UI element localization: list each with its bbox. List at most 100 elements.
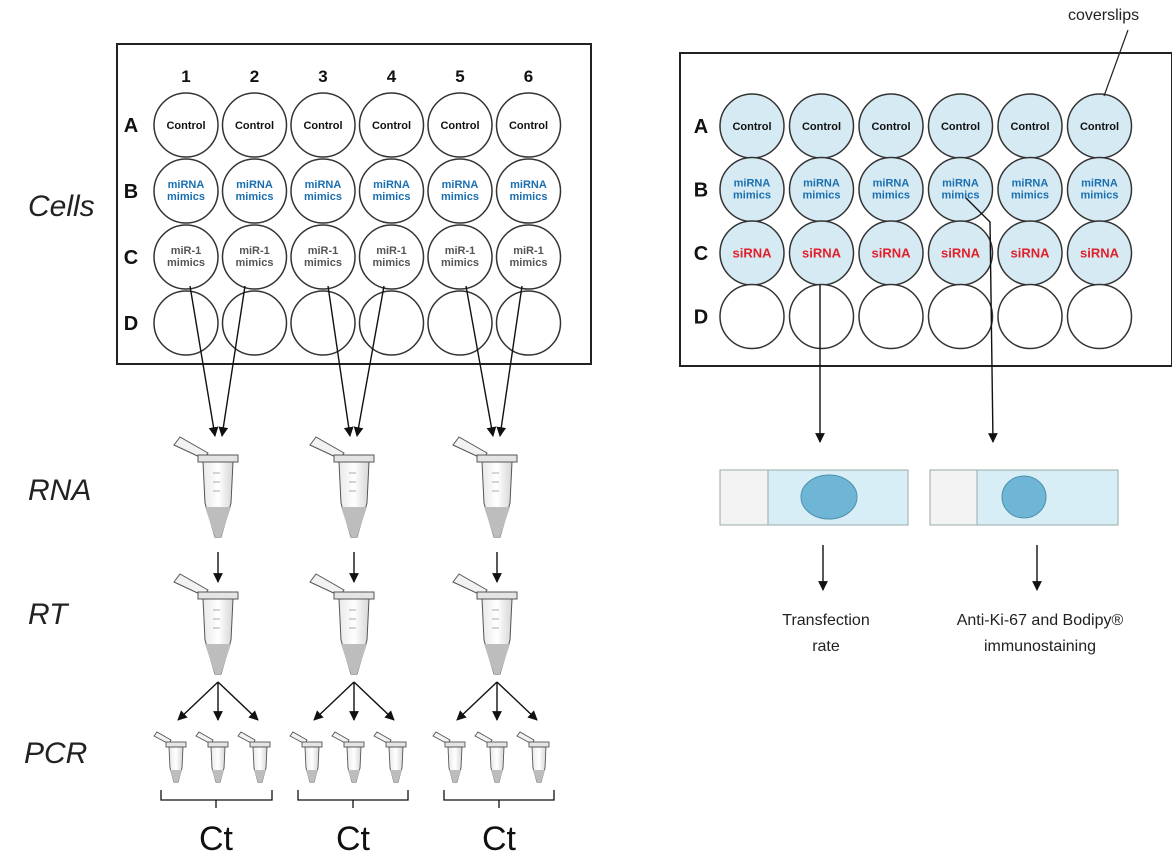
well-C6-label-line2: mimics [510,257,548,269]
well-A4-label-line1: Control [372,120,411,132]
well-A6-label-line1: Control [1080,121,1119,133]
well-B3-label-line2: mimics [872,190,910,202]
row-label-C: C [124,247,138,269]
well-C5-label-line1: miR-1 [445,245,476,257]
well-A2-label-line1: Control [802,121,841,133]
arrow-c4-to-tube2 [353,285,385,437]
well-C4-label-line2: mimics [373,257,411,269]
well-C1 [153,224,219,290]
well-A1-label-line1: Control [732,121,771,133]
well-D3 [858,283,924,350]
well-C3-label-line2: mimics [304,257,342,269]
arrow-c3-to-tube2 [327,285,354,437]
well-B2-label-line2: mimics [803,190,841,202]
rna-tube-1 [173,436,239,538]
rt-tube-3 [452,573,518,675]
column-label-1: 1 [181,67,190,86]
well-C3-label-line1: miR-1 [308,245,339,257]
well-B3-label-line1: miRNA [305,179,342,191]
well-B1-label-line1: miRNA [734,178,771,190]
row-label-D: D [124,313,138,335]
well-A2-label-line1: Control [235,120,274,132]
well-C2-label-line1: miR-1 [239,245,270,257]
cells-label: Cells [28,190,95,223]
row-label-A: A [124,115,138,137]
well-C6 [495,224,562,290]
well-B4-label-line1: miRNA [942,178,979,190]
slide-2-spot [1001,475,1047,519]
well-D5 [997,283,1063,350]
column-label-5: 5 [455,67,464,86]
well-A1 [153,92,219,158]
well-A4 [358,92,425,158]
well-B4 [358,158,425,224]
arrow-rt-to-pcr-3-3 [496,681,538,721]
rna-tube-3 [452,436,518,538]
well-C1-label-line1: siRNA [732,246,772,261]
well-B3 [290,158,356,224]
arrow-rt-to-pcr-2-1 [313,681,355,721]
well-B3-label-line2: mimics [304,191,342,203]
coverslips-pointer [1103,29,1129,97]
well-C2-label-line2: mimics [236,257,274,269]
rna-tube-2 [309,436,375,538]
bracket-3 [443,790,555,808]
row-label-A: A [694,116,708,138]
well-B6-label-line1: miRNA [510,179,547,191]
pcr-tube-3-3 [516,731,550,783]
well-D6 [495,290,562,356]
well-A5-label-line1: Control [1010,121,1049,133]
pcr-tube-2-2 [331,731,365,783]
row-label-D: D [694,307,708,329]
row-label-B: B [694,180,708,202]
well-C6-label-line1: miR-1 [513,245,544,257]
well-A6-label-line1: Control [509,120,548,132]
pcr-tube-1-3 [237,731,271,783]
well-A5 [427,92,493,158]
column-label-3: 3 [318,67,327,86]
well-B5 [427,158,493,224]
well-D2 [221,290,288,356]
rna-label: RNA [28,474,91,507]
slide-2-coverslip [976,469,1119,526]
well-A3-label-line1: Control [871,121,910,133]
well-A4-label-line1: Control [941,121,980,133]
row-label-B: B [124,181,138,203]
slide-1-spot [800,474,858,520]
well-D3 [290,290,356,356]
well-C4-label-line1: miR-1 [376,245,407,257]
arrow-rt-to-pcr-1-3 [217,681,259,721]
well-C5-label-line1: siRNA [1010,246,1050,261]
coverslips-label: coverslips [1068,7,1139,24]
right-plate-wells: 123456AControlControlControlControlContr… [694,92,1133,350]
well-B4-label-line2: mimics [942,190,980,202]
arrow-c5-to-tube3 [465,285,497,437]
well-A5-label-line1: Control [440,120,479,132]
arrow-rt-to-pcr-3-1 [456,681,498,721]
well-D5 [427,290,493,356]
well-C5 [427,224,493,290]
well-D6 [1066,283,1133,350]
transfection-caption-line2: rate [812,638,840,655]
well-C2-label-line1: siRNA [802,246,842,261]
well-C4 [358,224,425,290]
well-C1-label-line1: miR-1 [171,245,202,257]
well-B1-label-line2: mimics [167,191,205,203]
well-B1-label-line2: mimics [733,190,771,202]
row-label-C: C [694,243,708,265]
well-A6 [495,92,562,158]
arrow-c6-to-tube3 [496,285,523,437]
well-C3-label-line1: siRNA [871,246,911,261]
bracket-2 [297,790,409,808]
ct-label-2: Ct [336,820,371,858]
well-D4 [358,290,425,356]
pcr-tube-2-3 [373,731,407,783]
arrow-rt-to-pcr-1-1 [177,681,219,721]
well-A3-label-line1: Control [303,120,342,132]
well-C5-label-line2: mimics [441,257,479,269]
slide-1 [719,469,909,526]
well-C3 [290,224,356,290]
well-B4-label-line1: miRNA [373,179,410,191]
